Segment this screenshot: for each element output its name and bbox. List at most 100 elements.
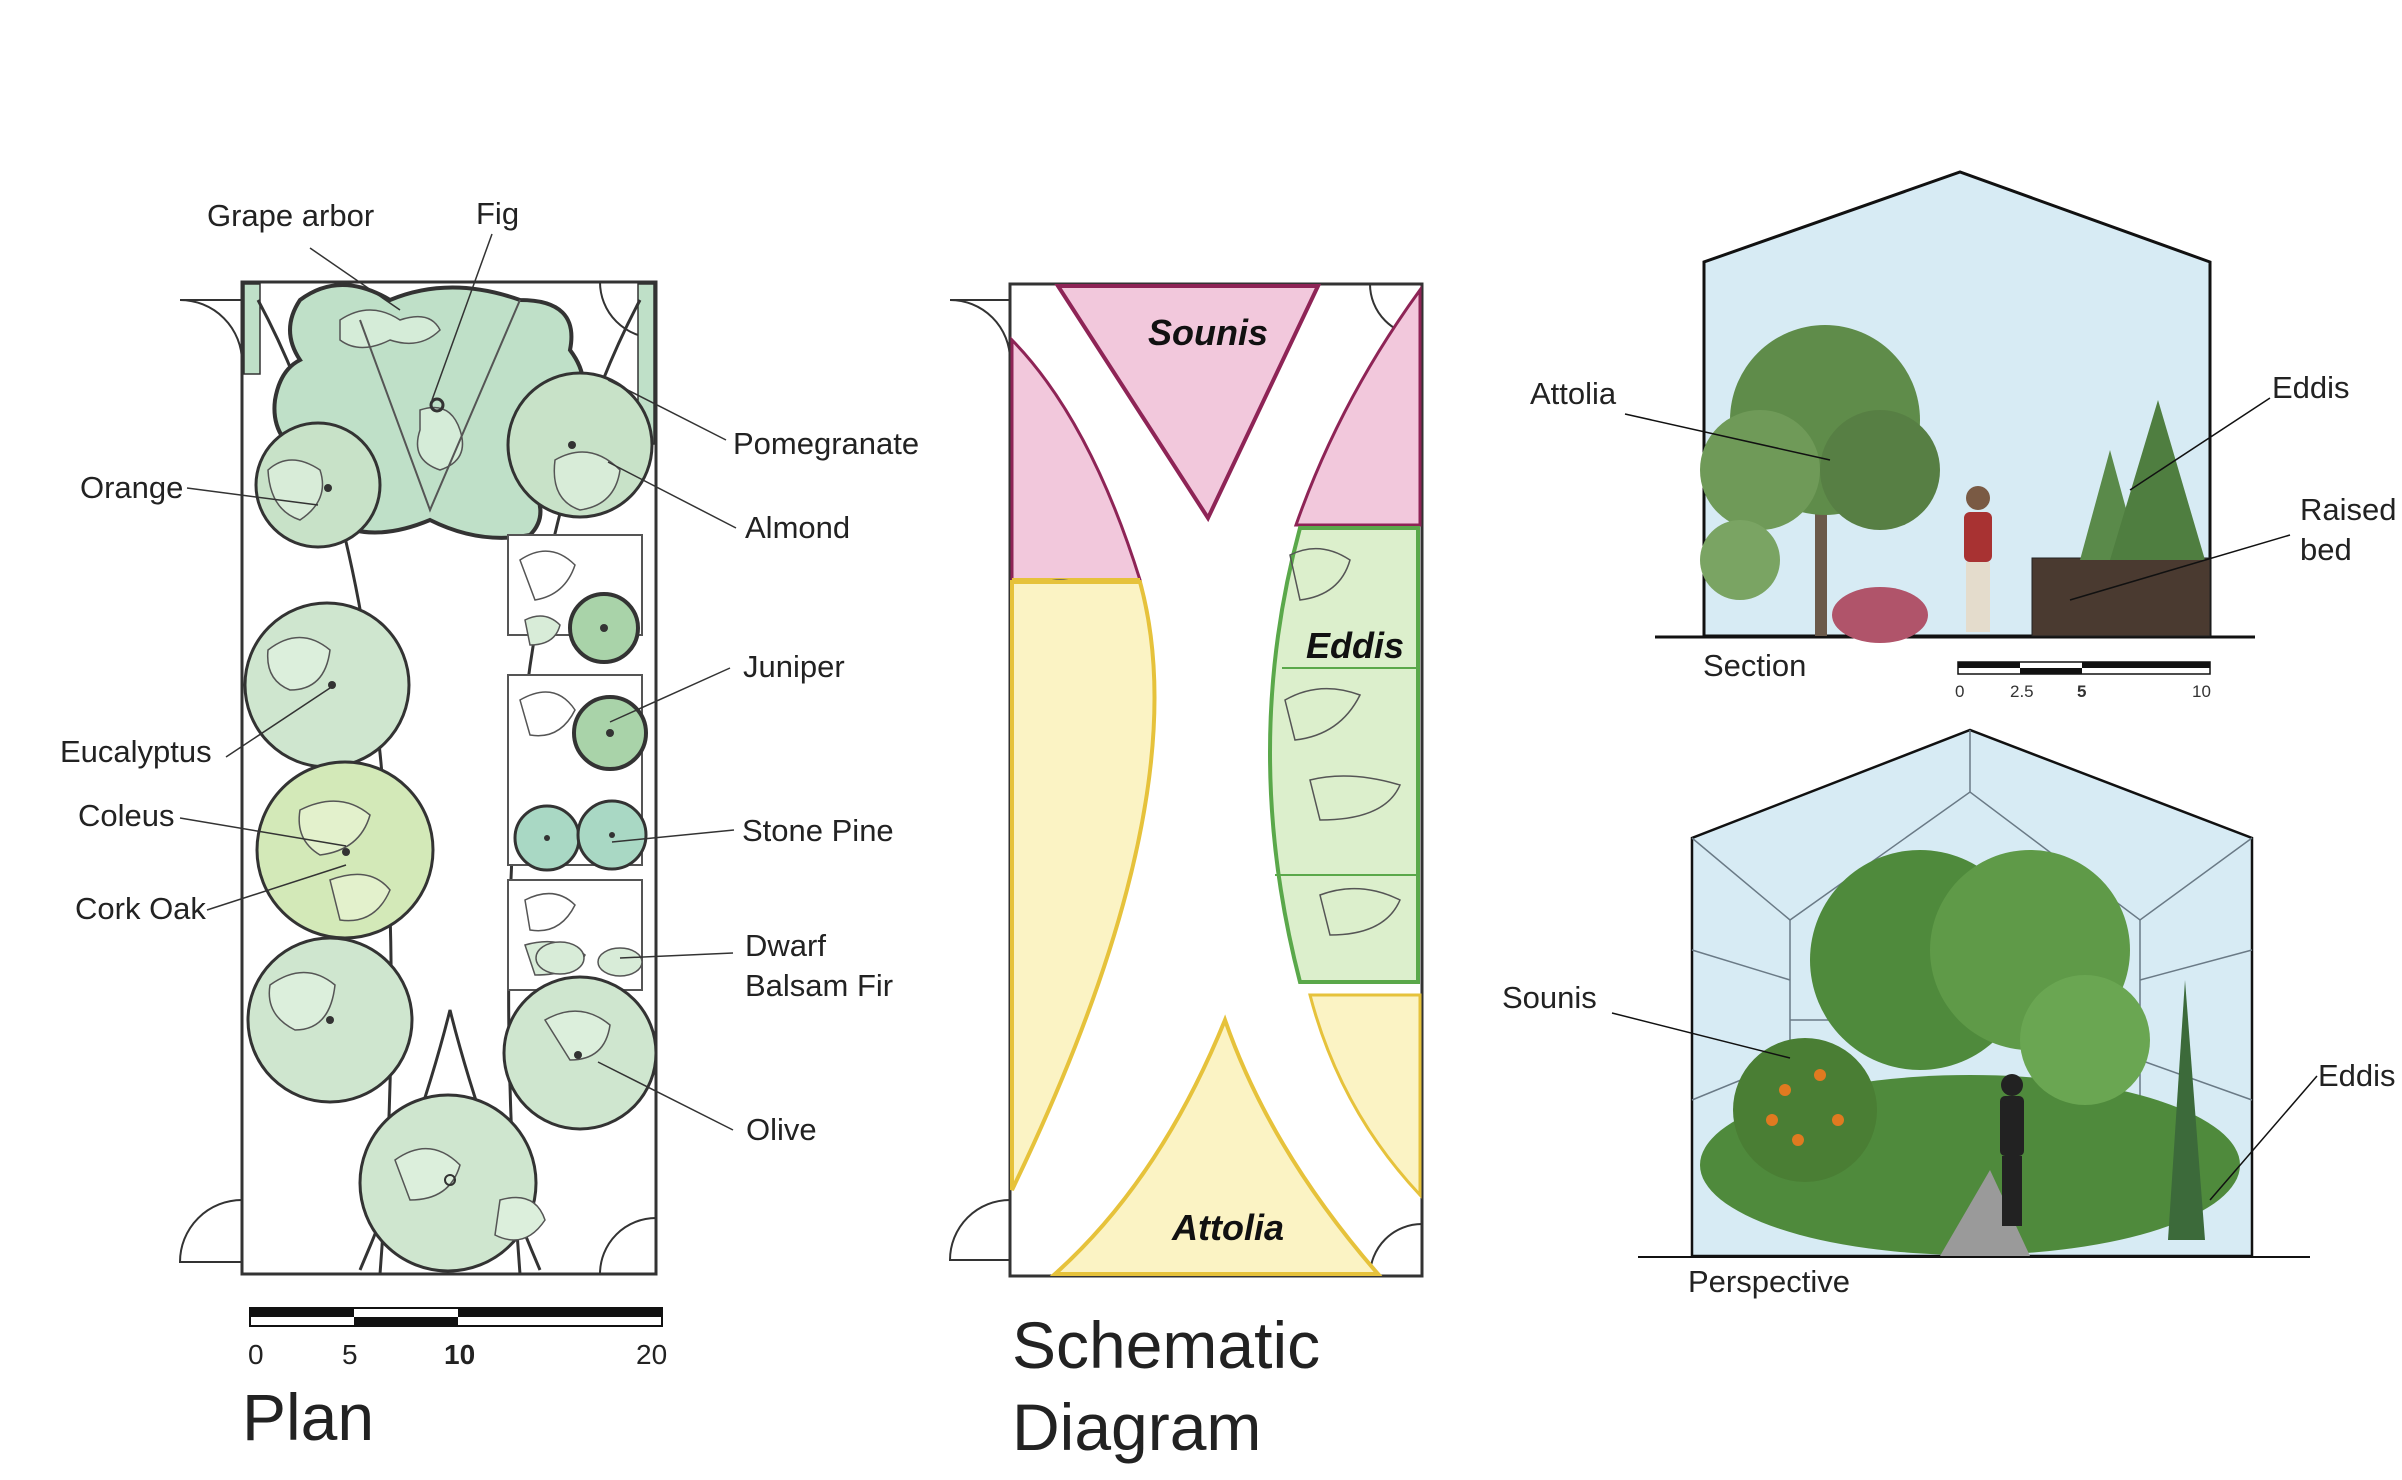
shrub-outline [1319, 887, 1401, 936]
trunk-mark [324, 484, 332, 492]
trunk-mark [568, 441, 576, 449]
eddis-evergreen [2110, 400, 2205, 560]
shrub-clump [494, 1196, 546, 1241]
section-label-eddis: Eddis [2272, 370, 2350, 405]
shrub [1700, 520, 1780, 600]
door-arc [949, 299, 1011, 361]
label-olive: Olive [746, 1112, 817, 1147]
dwarf-balsam-fir [597, 947, 643, 977]
section-scale-bar [1957, 661, 2211, 675]
door-arc [599, 1217, 657, 1275]
shrub-clump [394, 1147, 461, 1201]
shrub-clump [329, 873, 391, 922]
orange-fruit [1814, 1069, 1826, 1081]
section-scale-tick: 2.5 [2010, 682, 2034, 701]
trunk-mark [342, 848, 350, 856]
label-coleus: Coleus [78, 798, 175, 833]
shrub-clump [524, 615, 561, 646]
trunk-mark [574, 1051, 582, 1059]
section-drawing: Attolia Eddis Raised bed Section 0 2.5 5… [1530, 170, 2397, 701]
trunk-mark [544, 835, 550, 841]
shrub-outline [1289, 547, 1351, 601]
canopy-tree [2020, 975, 2150, 1105]
attolia-tree [1820, 410, 1940, 530]
person-head [1966, 486, 1990, 510]
person-head [2001, 1074, 2023, 1096]
attolia-tree [1700, 410, 1820, 530]
trunk-mark [609, 832, 615, 838]
schematic-title-line1: Schematic [1012, 1308, 1320, 1382]
shrub-outline [524, 892, 576, 932]
door-arc [948, 1199, 1011, 1261]
label-dwarf: Dwarf [745, 928, 826, 963]
schematic-drawing: Sounis Eddis Attolia Schematic Diagram [948, 282, 1424, 1464]
grape-arbor-strip [243, 283, 261, 375]
zone-sounis-right [1293, 285, 1422, 527]
zone-sounis-top [1054, 284, 1322, 523]
plan-title: Plan [242, 1380, 374, 1454]
shrub-outline [519, 691, 576, 737]
trunk-mark [328, 681, 336, 689]
shrub-clump [268, 971, 336, 1031]
plan-scale-tick: 0 [248, 1339, 264, 1370]
dwarf-balsam-fir [535, 941, 585, 975]
label-almond: Almond [745, 510, 850, 545]
perspective-title: Perspective [1688, 1264, 1850, 1299]
perspective-label-sounis: Sounis [1502, 980, 1597, 1015]
perspective-leader-lines [1611, 1012, 2318, 1201]
door-arc [179, 299, 243, 363]
gravel-path [1940, 1170, 2030, 1256]
orange-fruit [1832, 1114, 1844, 1126]
trunk-mark [444, 1174, 456, 1186]
zone-attolia-bottom [1049, 1014, 1383, 1276]
door-arc [178, 1199, 243, 1263]
orange-fruit [1779, 1084, 1791, 1096]
label-juniper: Juniper [743, 649, 845, 684]
shrub-clump [266, 636, 331, 691]
section-scale-tick: 0 [1955, 682, 1964, 701]
orange-fruit [1792, 1134, 1804, 1146]
sounis-orange-tree [1733, 1038, 1877, 1182]
person-body [1964, 512, 1992, 562]
label-grape-arbor: Grape arbor [207, 198, 374, 233]
eddis-cypress [2168, 980, 2205, 1240]
section-leader-lines [1624, 397, 2291, 601]
shrub-outline [1284, 687, 1362, 741]
section-title: Section [1703, 648, 1806, 683]
shrub-outline [519, 550, 576, 601]
section-label-bed: bed [2300, 532, 2352, 567]
label-eucalyptus: Eucalyptus [60, 734, 212, 769]
label-fig: Fig [476, 196, 519, 231]
label-stone-pine: Stone Pine [742, 813, 894, 848]
fig-branch [359, 299, 521, 513]
flowering-shrub [1832, 587, 1928, 643]
section-label-raised: Raised [2300, 492, 2397, 527]
trunk-mark [606, 729, 614, 737]
label-pomegranate: Pomegranate [733, 426, 919, 461]
zone-label-attolia: Attolia [1171, 1207, 1284, 1248]
trunk-mark [600, 624, 608, 632]
section-scale-tick: 5 [2077, 682, 2086, 701]
shrub-outline [1309, 775, 1402, 821]
trunk-mark [429, 397, 445, 413]
shrub-clump [543, 1010, 611, 1061]
plan-scale-tick: 10 [444, 1339, 475, 1370]
zone-label-sounis: Sounis [1148, 312, 1268, 353]
section-label-attolia: Attolia [1530, 376, 1617, 411]
tree-trunk [1815, 500, 1827, 636]
raised-bed [2031, 557, 2211, 637]
section-scale-tick: 10 [2192, 682, 2211, 701]
zone-attolia-left [1010, 580, 1157, 1191]
trunk-mark [326, 1016, 334, 1024]
shrub-clump [267, 459, 324, 521]
plan-scale-tick: 20 [636, 1339, 667, 1370]
shrub-clump [553, 451, 621, 511]
schematic-title-line2: Diagram [1012, 1390, 1261, 1464]
zone-attolia-right [1308, 993, 1422, 1199]
person-legs [1966, 562, 1990, 632]
person-legs [2002, 1156, 2022, 1226]
zone-label-eddis: Eddis [1306, 625, 1404, 666]
label-cork-oak: Cork Oak [75, 891, 206, 926]
plan-scale-bar [249, 1307, 663, 1327]
